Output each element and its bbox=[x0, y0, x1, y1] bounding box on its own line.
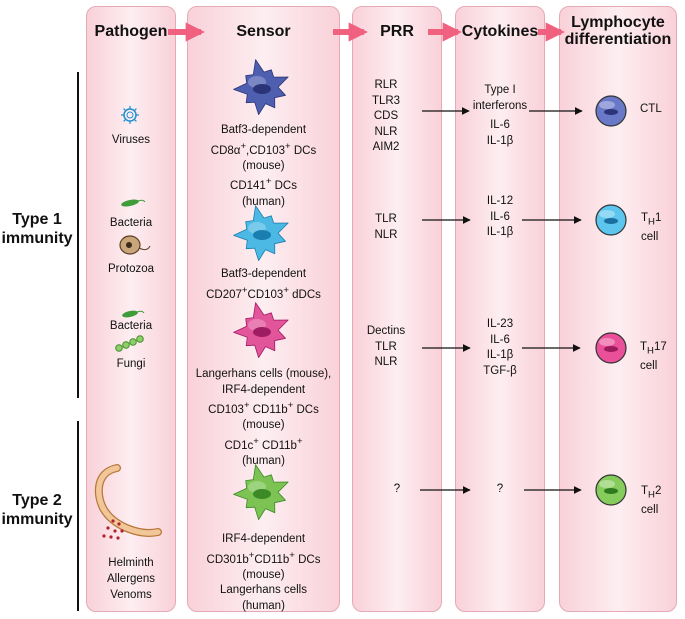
cytokine-2-item: IL-6 bbox=[490, 210, 510, 223]
prr-text-4: ? bbox=[352, 482, 442, 498]
type1-label-line2: immunity bbox=[1, 230, 73, 247]
cytokine-2-item: IL-12 bbox=[486, 195, 514, 207]
prr-2-item: NLR bbox=[374, 228, 398, 241]
pathogen-allergens: Allergens bbox=[107, 573, 155, 585]
pathogen-venoms: Venoms bbox=[110, 589, 152, 601]
header-pathogen: Pathogen bbox=[94, 23, 168, 40]
header-lymphocyte-line1: Lymphocyte bbox=[571, 14, 665, 31]
type1-label-line1: Type 1 bbox=[12, 211, 62, 228]
fungi-icon bbox=[115, 335, 144, 352]
protozoa-icon bbox=[119, 235, 151, 255]
cytokine-3-item: IL-23 bbox=[486, 318, 514, 330]
cytokine-1-item: interferons bbox=[472, 99, 528, 112]
lymphocyte-cell-1 bbox=[595, 95, 627, 127]
prr-1-item: TLR3 bbox=[371, 94, 401, 107]
lymphocyte-cell-2 bbox=[595, 204, 627, 236]
type1-label: Type 1 immunity bbox=[0, 210, 74, 248]
pathogen-protozoa: Protozoa bbox=[107, 263, 155, 275]
type2-label-line2: immunity bbox=[1, 511, 73, 528]
helminth-icon bbox=[94, 464, 162, 537]
cytokine-2-item: IL-1β bbox=[486, 226, 514, 238]
cytokine-3-item: TGF-β bbox=[483, 364, 517, 377]
cytokines-text-3: IL-23 IL-6 IL-1β TGF-β bbox=[455, 317, 545, 379]
prr-text-2: TLR NLR bbox=[352, 212, 420, 243]
lymphocyte-column bbox=[559, 6, 677, 612]
allergens-icon bbox=[102, 519, 124, 540]
dendritic-cell-3 bbox=[233, 302, 289, 358]
lymphocyte-cell-4 bbox=[595, 474, 627, 506]
header-lymphocyte: Lymphocyte differentiation bbox=[559, 14, 677, 48]
cytokine-1-item: Type I bbox=[484, 84, 516, 96]
lymph-label-1: CTL bbox=[640, 103, 662, 115]
cytokine-1-item: IL-6 bbox=[490, 119, 510, 131]
header-cytokines: Cytokines bbox=[461, 23, 539, 40]
lymphocyte-cell-3 bbox=[595, 332, 627, 364]
prr-1-item: NLR bbox=[374, 125, 398, 138]
type2-label: Type 2 immunity bbox=[0, 491, 74, 529]
pathogen-fungi: Fungi bbox=[116, 358, 146, 370]
type2-bracket-line bbox=[77, 421, 79, 611]
prr-1-item: CDS bbox=[373, 110, 399, 122]
pathogen-viruses: Viruses bbox=[111, 134, 151, 146]
cytokines-text-1: Type I interferons IL-6 IL-1β bbox=[455, 83, 545, 149]
bacteria-icon bbox=[121, 199, 146, 207]
pathogen-helminth: Helminth bbox=[108, 557, 154, 569]
header-sensor: Sensor bbox=[236, 23, 291, 40]
prr-1-item: RLR bbox=[374, 79, 398, 91]
cytokine-1-item: IL-1β bbox=[486, 134, 514, 147]
prr-3-item: Dectins bbox=[366, 325, 406, 337]
cytokines-text-4: ? bbox=[455, 482, 545, 498]
header-lymphocyte-line2: differentiation bbox=[564, 31, 672, 48]
header-prr: PRR bbox=[380, 23, 414, 40]
prr-2-item: TLR bbox=[375, 213, 397, 225]
virus-icon bbox=[121, 106, 139, 124]
cytokine-3-item: IL-6 bbox=[490, 333, 510, 346]
dendritic-cell-2 bbox=[233, 205, 289, 261]
cytokines-text-2: IL-12 IL-6 IL-1β bbox=[455, 194, 545, 241]
prr-text-1: RLR TLR3 CDS NLR AIM2 bbox=[352, 78, 420, 156]
dendritic-cell-1 bbox=[233, 59, 289, 115]
prr-text-3: Dectins TLR NLR bbox=[352, 324, 420, 371]
prr-4-item: ? bbox=[393, 483, 401, 495]
pathogen-bacteria-2: Bacteria bbox=[109, 320, 153, 332]
pathogen-bacteria-1: Bacteria bbox=[109, 217, 153, 229]
cytokines-column bbox=[455, 6, 545, 612]
prr-3-item: NLR bbox=[374, 356, 398, 368]
prr-1-item: AIM2 bbox=[372, 141, 400, 153]
type2-label-line1: Type 2 bbox=[12, 492, 62, 509]
cytokine-4-item: ? bbox=[496, 483, 504, 495]
prr-3-item: TLR bbox=[375, 340, 397, 353]
prr-column bbox=[352, 6, 442, 612]
type1-bracket-line bbox=[77, 72, 79, 398]
bacteria-icon-2 bbox=[122, 310, 145, 318]
dendritic-cell-4 bbox=[233, 464, 289, 520]
cytokine-3-item: IL-1β bbox=[486, 349, 514, 361]
